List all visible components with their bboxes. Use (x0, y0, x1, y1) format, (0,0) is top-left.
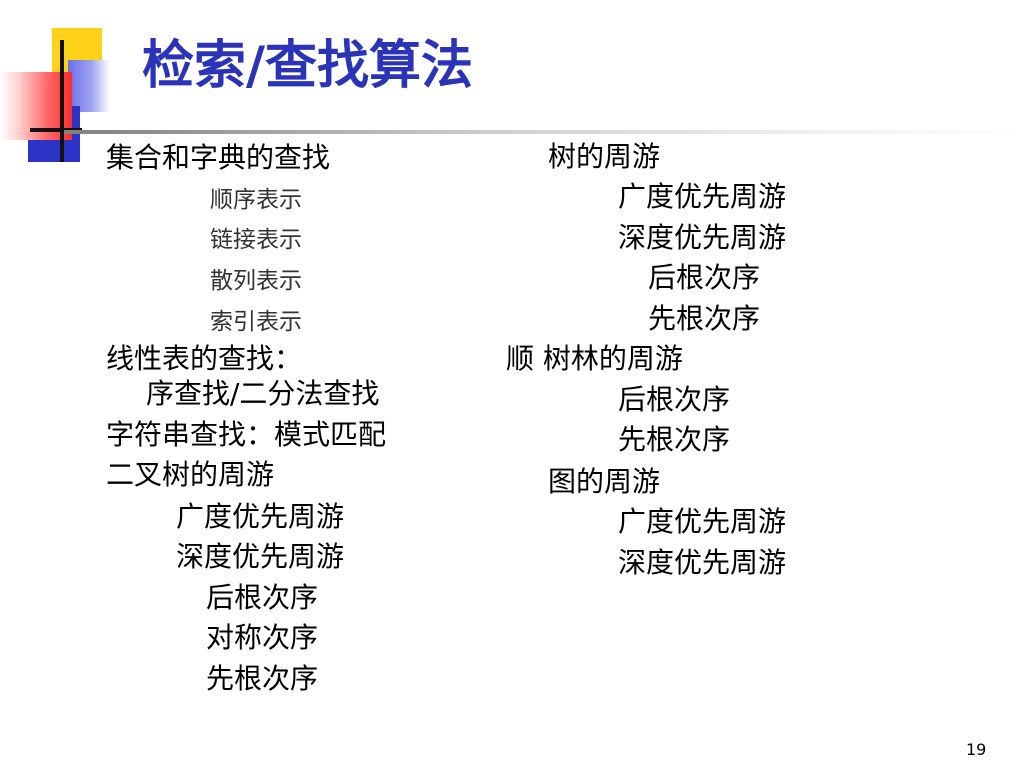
right-item-graph-traversal: 图的周游 (548, 465, 661, 498)
slide-title: 检索/查找算法 (142, 36, 473, 96)
right-item-forest-traversal: 顺 树林的周游 (506, 342, 683, 375)
left-item-sequential: 顺序表示 (210, 187, 302, 213)
left-item-linear-list-search: 线性表的查找： (106, 342, 303, 375)
left-item-preorder: 先根次序 (206, 662, 319, 695)
right-item-preorder: 先根次序 (648, 302, 761, 335)
decor-horizontal-line (30, 128, 82, 132)
right-item-forest-postorder: 后根次序 (618, 383, 731, 416)
left-item-binary-tree-traversal: 二叉树的周游 (106, 458, 275, 491)
page-number: 19 (966, 740, 987, 759)
left-item-linked: 链接表示 (210, 227, 302, 253)
right-item-graph-bfs: 广度优先周游 (618, 505, 787, 538)
left-item-postorder: 后根次序 (206, 581, 319, 614)
left-item-hashing: 散列表示 (210, 268, 302, 294)
right-item-postorder: 后根次序 (648, 261, 761, 294)
left-item-dictionary-search: 集合和字典的查找 (106, 141, 331, 174)
decor-vertical-line (60, 40, 64, 162)
left-item-index: 索引表示 (210, 309, 302, 335)
right-item-tree-traversal: 树的周游 (548, 140, 661, 173)
right-item-forest-preorder: 先根次序 (618, 423, 731, 456)
right-item-graph-dfs: 深度优先周游 (618, 546, 787, 579)
left-item-binary-search: 序查找/二分法查找 (146, 377, 380, 410)
left-item-dfs: 深度优先周游 (176, 540, 345, 573)
right-item-dfs: 深度优先周游 (618, 221, 787, 254)
left-item-string-match: 字符串查找：模式匹配 (106, 418, 387, 451)
left-item-bfs: 广度优先周游 (176, 500, 345, 533)
right-item-bfs: 广度优先周游 (618, 180, 787, 213)
title-underline (64, 130, 1024, 134)
left-item-inorder: 对称次序 (206, 621, 319, 654)
decor-light-blue-square (68, 60, 110, 112)
